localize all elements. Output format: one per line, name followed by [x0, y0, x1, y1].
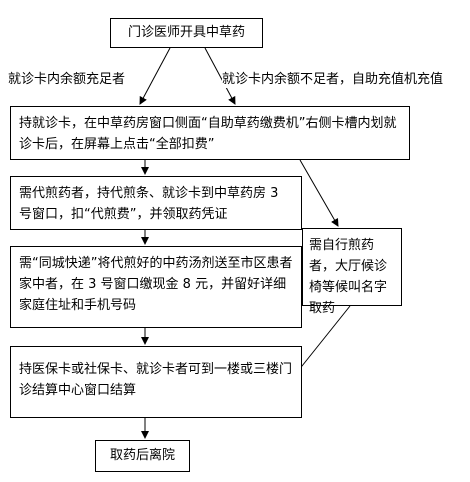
end-box: 取药后离院	[95, 440, 190, 472]
delivery-box: 需“同城快递”将代煎好的中药汤剂送至市区患者家中者，在 3 号窗口缴现金 8 元…	[10, 246, 302, 328]
branch-left-label: 就诊卡内余额充足者	[8, 72, 126, 88]
delivery-text: 需“同城快递”将代煎好的中药汤剂送至市区患者家中者，在 3 号窗口缴现金 8 元…	[19, 256, 293, 313]
decoct-text: 需代煎药者，持代煎条、就诊卡到中草药房 3 号窗口，扣“代煎费”，并领取药凭证	[19, 186, 279, 222]
arrow-card-self	[299, 159, 339, 227]
arrow-start-left	[139, 47, 171, 105]
arrow-start-right	[204, 47, 236, 105]
decoct-box: 需代煎药者，持代煎条、就诊卡到中草药房 3 号窗口，扣“代煎费”，并领取药凭证	[10, 176, 302, 230]
end-text: 取药后离院	[109, 448, 175, 463]
start-box: 门诊医师开具中草药	[110, 18, 263, 48]
arrow-self-settle	[293, 305, 351, 377]
self-decoct-text: 需自行煎药者，大厅候诊椅等候叫名字取药	[309, 238, 388, 316]
branch-right-label: 就诊卡内余额不足者，自助充值机充值	[222, 72, 444, 88]
settle-box: 持医保卡或社保卡、就诊卡者可到一楼或三楼门诊结算中心窗口结算	[10, 346, 302, 418]
start-text: 门诊医师开具中草药	[127, 25, 245, 40]
card-payment-text: 持就诊卡，在中草药房窗口侧面“自助草药缴费机”右侧卡槽内划就诊卡后，在屏幕上点击…	[19, 116, 397, 152]
self-decoct-box: 需自行煎药者，大厅候诊椅等候叫名字取药	[302, 228, 402, 316]
card-payment-box: 持就诊卡，在中草药房窗口侧面“自助草药缴费机”右侧卡槽内划就诊卡后，在屏幕上点击…	[10, 106, 410, 160]
settle-text: 持医保卡或社保卡、就诊卡者可到一楼或三楼门诊结算中心窗口结算	[19, 362, 293, 398]
